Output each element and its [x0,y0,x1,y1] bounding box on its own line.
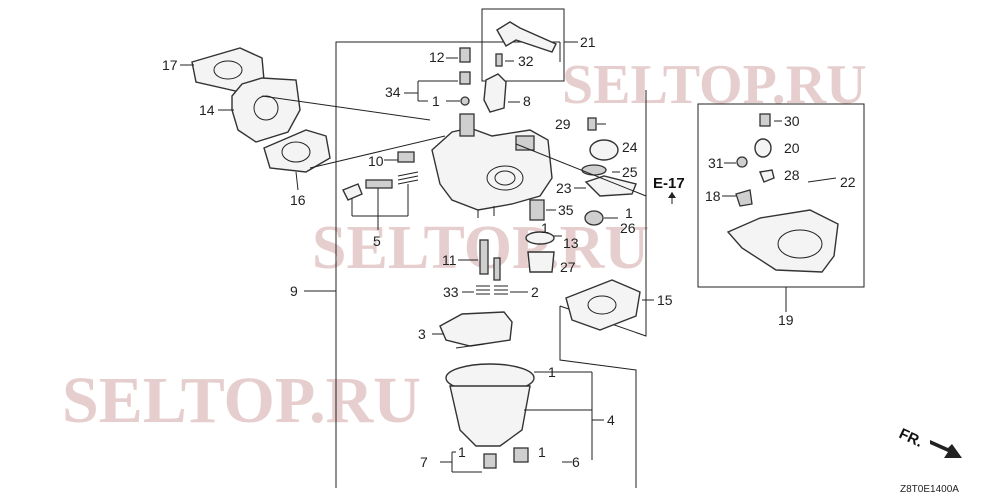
part-23 [584,175,637,197]
watermark-top: SELTOP.RU [562,54,867,116]
callout-25: 25 [622,164,638,180]
assembly-boundary [335,41,647,488]
spring-33 [476,285,490,295]
callout-5: 5 [373,233,381,249]
part-31 [736,156,748,168]
needle-35 [529,199,545,221]
choke-lever [496,21,557,53]
callout-17: 17 [162,57,178,73]
callout-33: 33 [443,284,459,300]
callout-31: 31 [708,155,724,171]
callout-11: 11 [442,252,457,268]
part-18 [735,189,753,207]
callout-12: 12 [429,49,445,65]
part-27 [527,251,555,273]
callout-1-a: 1 [432,93,440,109]
callout-9: 9 [290,283,298,299]
callout-35: 35 [558,202,574,218]
choke-box [481,8,565,82]
callout-13: 13 [563,235,579,251]
callout-24: 24 [622,139,638,155]
callout-1-e: 1 [625,205,633,221]
part-8 [483,73,507,113]
callout-3: 3 [418,326,426,342]
callout-1-c: 1 [458,444,466,460]
part-25 [581,164,607,176]
figure-code: Z8T0E1400A [900,484,959,495]
part-26 [584,210,604,226]
watermark-bottom: SELTOP.RU [62,364,421,437]
callout-1-d: 1 [538,444,546,460]
screw-10 [397,151,415,163]
callout-27: 27 [560,259,576,275]
part-24 [589,139,619,161]
screw-29 [587,117,597,131]
callout-16: 16 [290,192,306,208]
callout-30: 30 [784,113,800,129]
callout-21: 21 [580,34,596,50]
drain-bolt-7 [483,453,497,469]
forward-arrow [930,440,962,458]
linkage-box [697,103,865,288]
callout-14: 14 [199,102,215,118]
choke-screw [495,53,503,67]
callout-28: 28 [784,167,800,183]
callout-2: 2 [531,284,539,300]
ref-e17: E-17 [653,175,685,192]
callout-1-f: 1 [541,220,549,236]
callout-1-b: 1 [548,364,556,380]
gasket-16 [263,129,331,173]
screw-30 [759,113,771,127]
callout-15: 15 [657,292,673,308]
callout-10: 10 [368,153,384,169]
pilot-screw-5 [342,183,363,201]
callout-7: 7 [420,454,428,470]
drain-bolt-6 [513,447,529,463]
spring-22 [807,177,837,183]
part-12 [459,47,471,63]
part-28 [759,169,775,183]
direction-label: FR. [896,425,925,451]
callout-6: 6 [572,454,580,470]
callout-22: 22 [840,174,856,190]
callout-4: 4 [607,412,615,428]
callout-26: 26 [620,220,636,236]
callout-18: 18 [705,188,721,204]
jet-11 [479,239,489,275]
gasket-15 [565,279,641,331]
callout-19: 19 [778,312,794,328]
callout-29: 29 [555,116,571,132]
collar-20 [754,138,772,158]
part-34 [459,71,471,85]
callout-34: 34 [385,84,401,100]
gasket-13 [525,231,555,245]
float-3 [439,311,513,347]
insulator-14 [231,77,301,143]
callout-20: 20 [784,140,800,156]
float-bowl-4 [449,385,531,447]
callout-8: 8 [523,93,531,109]
callout-23: 23 [556,180,572,196]
callout-32: 32 [518,53,534,69]
